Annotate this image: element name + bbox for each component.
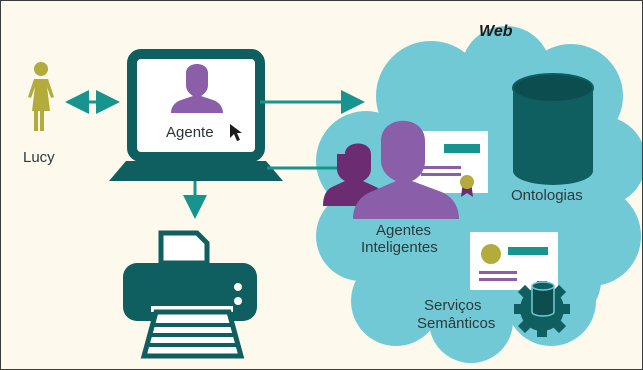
servicos-label-line2: Semânticos: [417, 315, 495, 332]
agents-people-icon: [323, 120, 459, 219]
service-card: [470, 232, 558, 290]
small-database-icon: [531, 281, 555, 317]
agentes-label-line1: Agentes: [376, 222, 431, 239]
ontologias-label: Ontologias: [511, 187, 583, 204]
agentes-label-line2: Inteligentes: [361, 239, 438, 256]
database-icon: [512, 73, 594, 185]
mouse-cursor-icon: [230, 124, 242, 141]
agent-person-icon: [171, 64, 223, 113]
agente-label: Agente: [166, 124, 214, 141]
printer-icon: [123, 230, 257, 359]
person-icon: [28, 62, 54, 131]
lucy-label: Lucy: [23, 149, 55, 166]
servicos-label-line1: Serviços: [424, 297, 482, 314]
web-label: Web: [479, 23, 513, 40]
